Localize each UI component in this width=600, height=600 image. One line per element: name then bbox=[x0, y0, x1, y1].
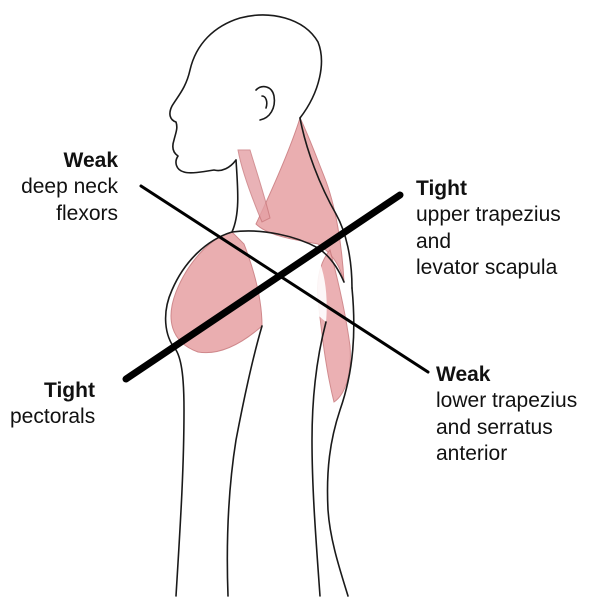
label-line: deep neck bbox=[21, 175, 118, 199]
label-tight-pectorals: Tight pectorals bbox=[10, 378, 95, 431]
label-heading: Tight bbox=[416, 177, 467, 200]
ear-inner bbox=[261, 95, 268, 109]
ear-outline bbox=[255, 85, 276, 121]
neck-front-outline bbox=[231, 159, 239, 233]
back-outline bbox=[326, 287, 355, 597]
muscle-layer bbox=[170, 116, 351, 403]
label-weak-deep-neck-flexors: Weak deep neck flexors bbox=[21, 148, 118, 227]
label-line: anterior bbox=[436, 441, 508, 465]
label-line: and bbox=[416, 229, 452, 253]
arm-back-outline bbox=[311, 321, 327, 597]
body-outline bbox=[164, 14, 355, 597]
label-heading: Tight bbox=[44, 379, 95, 402]
label-heading: Weak bbox=[63, 149, 118, 172]
pectoral-muscle bbox=[170, 231, 263, 354]
weak-cross-line bbox=[139, 184, 430, 374]
label-weak-lower-trapezius: Weak lower trapezius and serratus anteri… bbox=[436, 362, 577, 467]
head-outline bbox=[169, 14, 323, 174]
label-line: and serratus bbox=[436, 415, 553, 439]
levator-scapula-muscle bbox=[237, 149, 271, 223]
label-line: levator scapula bbox=[416, 255, 558, 279]
label-line: flexors bbox=[56, 201, 118, 225]
arm-front-outline bbox=[226, 325, 263, 597]
label-tight-upper-trapezius: Tight upper trapezius and levator scapul… bbox=[416, 176, 561, 281]
label-line: pectorals bbox=[10, 405, 96, 429]
label-line: lower trapezius bbox=[436, 389, 578, 413]
label-line: upper trapezius bbox=[416, 203, 561, 227]
neck-back-outline bbox=[299, 117, 353, 289]
chest-outline bbox=[164, 231, 233, 597]
tight-cross-line bbox=[122, 191, 404, 383]
label-heading: Weak bbox=[436, 363, 491, 386]
